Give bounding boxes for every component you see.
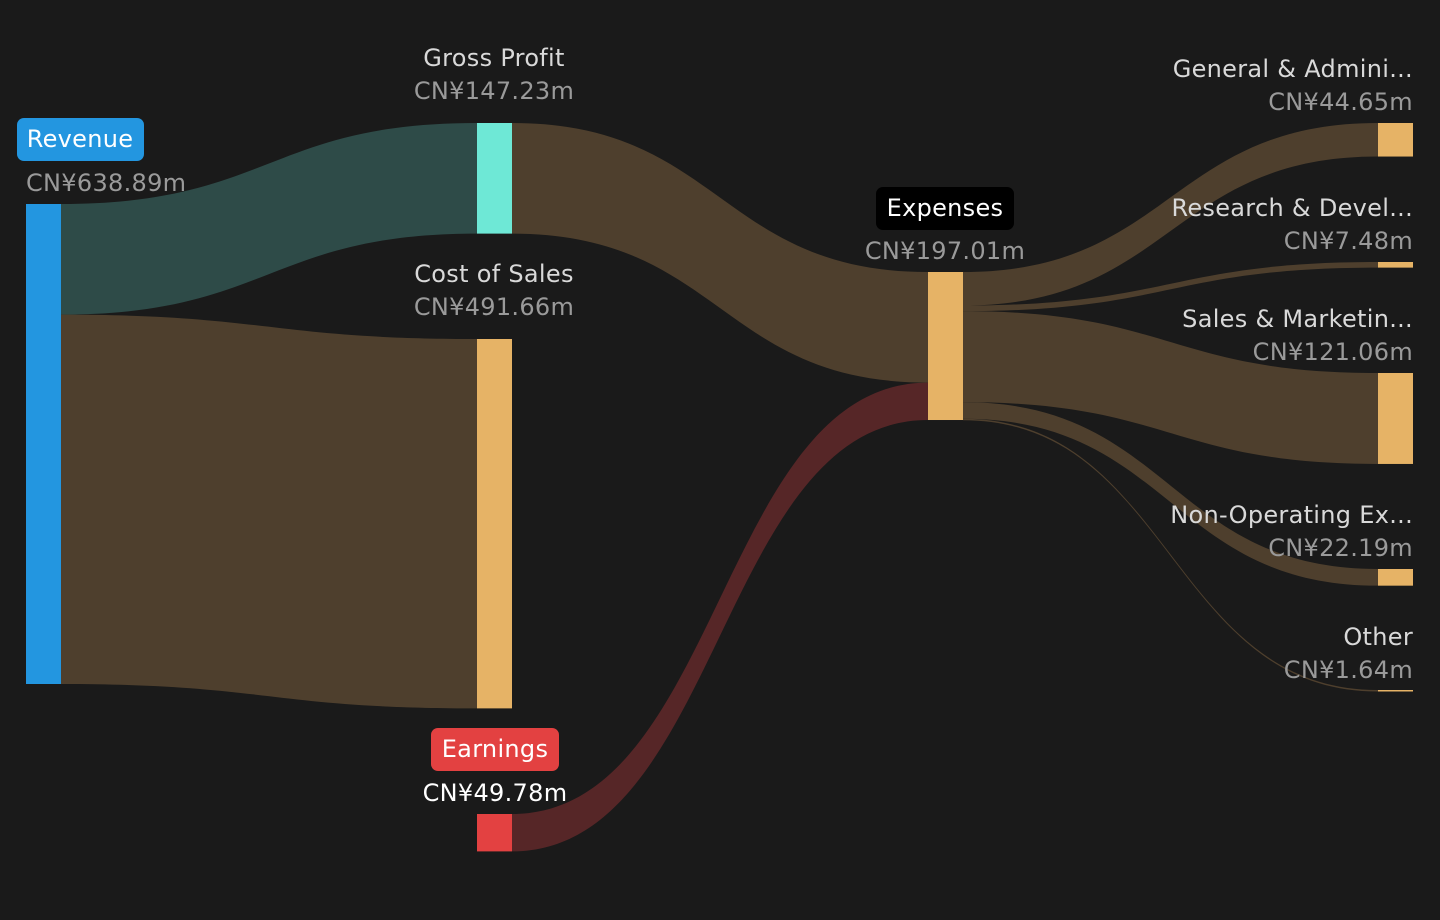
non-operating-value: CN¥22.19m — [1268, 534, 1413, 562]
cost-of-sales-label: Cost of Sales CN¥491.66m — [414, 260, 574, 321]
gross-profit-name: Gross Profit — [423, 44, 564, 72]
gross-profit-value: CN¥147.23m — [414, 77, 574, 105]
node-bar-non-operating — [1378, 569, 1413, 586]
node-bar-earnings — [477, 814, 512, 852]
node-bar-general-admin — [1378, 123, 1413, 157]
non-operating-label: Non-Operating Ex... CN¥22.19m — [1170, 501, 1413, 562]
revenue-name: Revenue — [27, 125, 134, 153]
expenses-pill — [876, 187, 1014, 230]
other-label: Other CN¥1.64m — [1284, 623, 1413, 684]
research-dev-name: Research & Devel... — [1171, 194, 1413, 222]
other-name: Other — [1343, 623, 1413, 651]
revenue-pill — [17, 118, 144, 161]
sales-marketing-value: CN¥121.06m — [1253, 338, 1413, 366]
research-dev-value: CN¥7.48m — [1284, 227, 1413, 255]
revenue-label: Revenue CN¥638.89m — [17, 118, 186, 197]
flow-expenses-to-other — [963, 418, 1378, 692]
flow-revenue-to-gross-profit — [61, 123, 477, 315]
sales-marketing-label: Sales & Marketin... CN¥121.06m — [1182, 305, 1413, 366]
earnings-name: Earnings — [442, 735, 549, 763]
node-bar-expenses — [928, 272, 963, 421]
node-bar-gross-profit — [477, 123, 512, 234]
flow-revenue-to-cost-of-sales — [61, 314, 477, 709]
earnings-label: Earnings CN¥49.78m — [423, 728, 568, 807]
node-bar-cost-of-sales — [477, 339, 512, 709]
cost-of-sales-value: CN¥491.66m — [414, 293, 574, 321]
general-admin-value: CN¥44.65m — [1268, 88, 1413, 116]
flow-expenses-to-sales-marketing — [963, 311, 1378, 464]
sankey-links — [61, 123, 1378, 852]
expenses-name: Expenses — [887, 194, 1004, 222]
node-bar-sales-marketing — [1378, 373, 1413, 464]
research-dev-label: Research & Devel... CN¥7.48m — [1171, 194, 1413, 255]
expenses-label: Expenses CN¥197.01m — [865, 187, 1025, 265]
expenses-value: CN¥197.01m — [865, 237, 1025, 265]
sankey-nodes — [26, 123, 1413, 852]
sales-marketing-name: Sales & Marketin... — [1182, 305, 1413, 333]
flow-expenses-to-non-operating — [963, 402, 1378, 586]
flow-expenses-to-general-admin — [963, 123, 1378, 306]
flow-gross-profit-to-expenses — [512, 123, 928, 383]
general-admin-name: General & Admini... — [1173, 55, 1413, 83]
flow-earnings-to-expenses — [512, 382, 928, 852]
node-bar-revenue — [26, 204, 61, 684]
flow-expenses-to-research-dev — [963, 262, 1378, 312]
general-admin-label: General & Admini... CN¥44.65m — [1173, 55, 1413, 116]
node-bar-other — [1378, 690, 1413, 692]
gross-profit-label: Gross Profit CN¥147.23m — [414, 44, 574, 105]
revenue-value: CN¥638.89m — [26, 169, 186, 197]
cost-of-sales-name: Cost of Sales — [414, 260, 574, 288]
node-bar-research-dev — [1378, 262, 1413, 268]
non-operating-name: Non-Operating Ex... — [1170, 501, 1413, 529]
earnings-value: CN¥49.78m — [423, 779, 568, 807]
other-value: CN¥1.64m — [1284, 656, 1413, 684]
earnings-pill — [431, 728, 559, 771]
